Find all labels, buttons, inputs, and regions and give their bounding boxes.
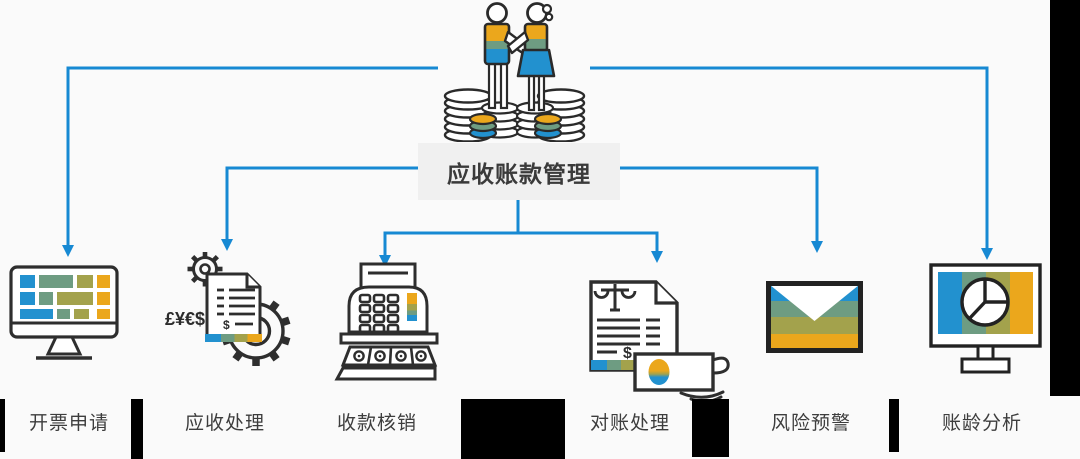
small-colored-coin-stack-left bbox=[468, 112, 498, 140]
arrowheads bbox=[62, 239, 993, 267]
dashboard-monitor-icon bbox=[9, 265, 119, 360]
balance-scale-glyph bbox=[593, 284, 637, 312]
payment-card bbox=[633, 352, 715, 392]
cash-drawer bbox=[340, 345, 438, 367]
redaction-bar bbox=[131, 399, 143, 459]
currency-symbols-text: £¥€$ bbox=[165, 309, 205, 329]
bottom-branch-line bbox=[383, 231, 659, 256]
keypad bbox=[358, 293, 400, 334]
redaction-bar bbox=[461, 399, 565, 459]
cash-register-icon bbox=[334, 262, 439, 381]
redaction-strip-right bbox=[1050, 0, 1080, 396]
redaction-bar bbox=[692, 399, 729, 457]
pie-chart bbox=[960, 277, 1010, 327]
node-label-risk-alert: 风险预警 bbox=[770, 413, 852, 434]
statement-hand-payment-icon: $ bbox=[589, 280, 730, 402]
node-label-invoice-application: 开票申请 bbox=[28, 413, 110, 434]
node-label-aging-analysis: 账龄分析 bbox=[941, 413, 1023, 434]
card-seal bbox=[648, 359, 670, 385]
pie-chart-monitor-icon bbox=[929, 263, 1042, 374]
small-colored-coin-stack-right bbox=[533, 112, 563, 140]
handshake-people-on-coin-stacks-icon bbox=[438, 0, 590, 142]
mid-right-branch-line bbox=[620, 166, 819, 242]
redaction-bar bbox=[0, 399, 5, 452]
invoice-lines bbox=[217, 288, 255, 326]
mid-left-branch-line bbox=[225, 166, 418, 240]
envelope-flap bbox=[770, 285, 859, 321]
statement-dollar-sign: $ bbox=[623, 345, 632, 362]
central-node-title: 应收账款管理 bbox=[447, 160, 591, 187]
redaction-bar bbox=[889, 399, 899, 452]
statement-lines bbox=[597, 318, 660, 354]
document-dollar-sign: $ bbox=[223, 318, 230, 332]
gradient-bar bbox=[591, 360, 637, 370]
receipt-slip bbox=[359, 262, 417, 290]
node-label-reconciliation: 对账处理 bbox=[589, 413, 671, 434]
dashboard-tiles bbox=[20, 275, 110, 319]
node-label-receivable-processing: 应收处理 bbox=[184, 413, 266, 434]
central-node-box: 应收账款管理 bbox=[418, 143, 620, 200]
node-label-payment-writeoff: 收款核销 bbox=[336, 413, 418, 434]
gradient-bar bbox=[205, 334, 262, 342]
gradient-display-bar bbox=[407, 293, 417, 321]
striped-envelope-icon bbox=[766, 281, 863, 353]
woman-figure bbox=[506, 2, 556, 112]
gears-currency-document-icon: $ £¥€$ bbox=[165, 252, 291, 366]
